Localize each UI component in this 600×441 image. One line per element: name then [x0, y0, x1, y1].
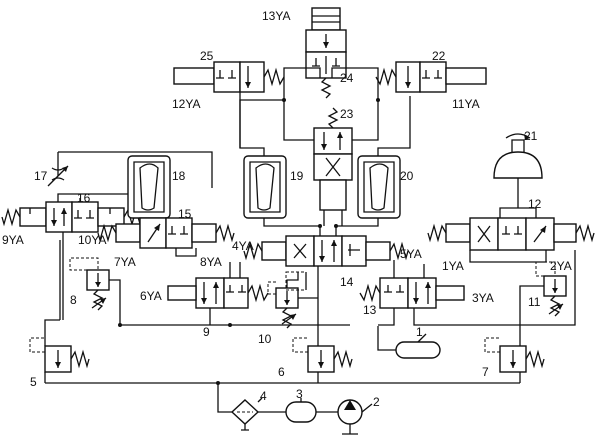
label-2ya: 2YA	[550, 259, 572, 273]
label-9: 9	[203, 325, 210, 339]
label-6: 6	[278, 365, 285, 379]
valve-8: 8	[69, 257, 121, 325]
label-5: 5	[30, 375, 37, 389]
label-19: 19	[290, 169, 304, 183]
valve-9: 6YA 9	[118, 262, 350, 339]
label-7: 7	[482, 365, 489, 379]
label-6ya: 6YA	[140, 289, 162, 303]
label-5ya: 5YA	[400, 247, 422, 261]
label-7ya: 7YA	[114, 255, 136, 269]
pressure-valve-7: 7	[482, 337, 545, 379]
component-21: 21	[493, 129, 543, 208]
label-13: 13	[363, 303, 377, 317]
valve-25: 25 12YA	[172, 49, 285, 148]
label-4: 4	[260, 389, 267, 403]
label-25: 25	[200, 49, 214, 63]
pressure-valve-6: 6	[278, 337, 353, 379]
label-24: 24	[340, 71, 354, 85]
label-2: 2	[373, 395, 380, 409]
label-4ya: 4YA	[232, 239, 254, 253]
label-1: 1	[416, 325, 423, 339]
label-10: 10	[258, 332, 272, 346]
label-8ya: 8YA	[200, 255, 222, 269]
label-16: 16	[77, 191, 91, 205]
valve-10: 10	[258, 271, 318, 346]
component-18: 18	[127, 155, 186, 219]
valve-22: 22 11YA	[375, 49, 487, 111]
label-18: 18	[172, 169, 186, 183]
throttle-17: 17	[34, 151, 213, 188]
label-23: 23	[340, 107, 354, 121]
label-12ya: 12YA	[172, 97, 200, 111]
label-22: 22	[432, 49, 446, 63]
label-17: 17	[34, 169, 48, 183]
valve-16: 9YA 10YA 16	[1, 191, 150, 247]
label-13ya: 13YA	[262, 9, 290, 23]
air-tank-3: 3	[285, 387, 317, 423]
label-12: 12	[528, 197, 542, 211]
valve-23: 23	[282, 98, 380, 226]
label-1ya: 1YA	[442, 259, 464, 273]
component-19: 19	[239, 99, 304, 219]
valve-12: 12 1YA	[427, 197, 595, 273]
filter-4: 4	[230, 389, 267, 431]
valve-14: 4YA 5YA 14	[232, 218, 422, 318]
component-1: 1 13	[363, 303, 441, 359]
label-20: 20	[400, 169, 414, 183]
label-15: 15	[178, 207, 192, 221]
label-9ya: 9YA	[2, 233, 24, 247]
label-21: 21	[524, 129, 538, 143]
label-11: 11	[528, 295, 541, 309]
label-14: 14	[340, 275, 354, 289]
label-8: 8	[70, 293, 77, 307]
valve-15: 15 7YA 8YA	[97, 207, 235, 269]
supply-lines	[44, 230, 576, 413]
label-11ya: 11YA	[452, 97, 480, 111]
valve-24: 13YA 24	[262, 7, 379, 100]
compressor-2: 2	[337, 395, 380, 435]
label-3ya: 3YA	[472, 291, 494, 305]
label-10ya: 10YA	[78, 233, 106, 247]
pressure-valve-5: 5	[29, 337, 90, 389]
valve-13: 3YA	[359, 260, 520, 326]
label-3: 3	[296, 387, 303, 401]
component-20: 20	[357, 96, 414, 219]
valve-11: 11 2YA	[519, 259, 572, 325]
